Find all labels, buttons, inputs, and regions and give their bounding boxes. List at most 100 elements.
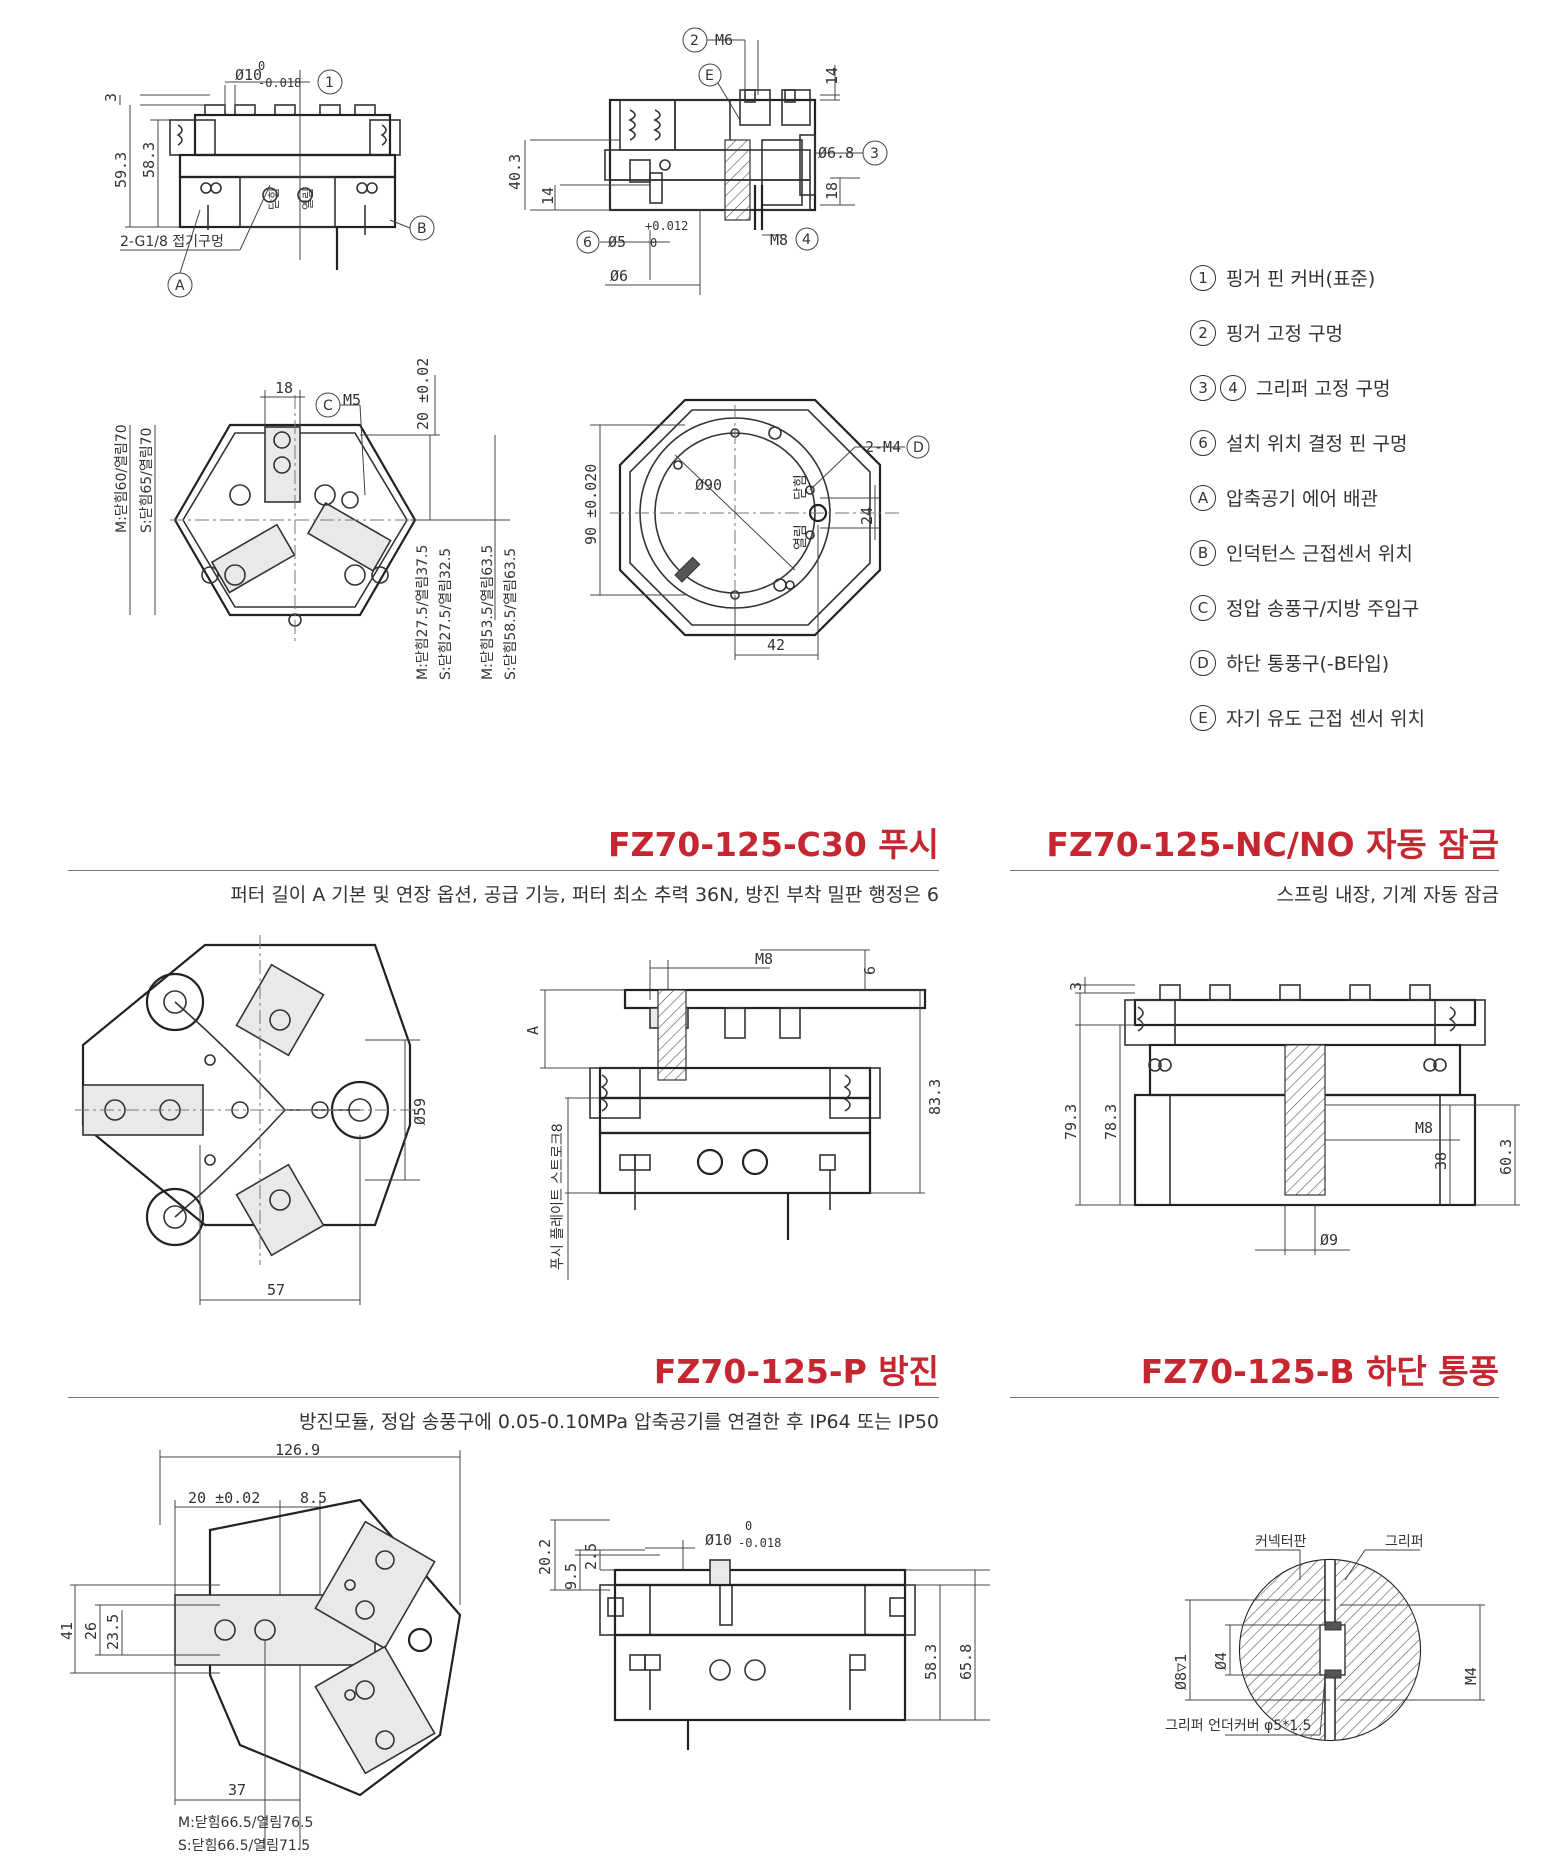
dim-40-3: 40.3 [506,154,524,190]
legend-label: 자기 유도 근접 센서 위치 [1226,708,1425,730]
dim-90-tol: 90 ±0.020 [582,464,600,545]
dim-s-close58: S:닫힘58.5/열림63.5 [503,548,519,680]
dim-59-3: 59.3 [112,152,130,188]
section-divider [1010,870,1499,871]
push-side-view-drawing: M8 6 A 푸시 플레이트 스트로크8 83.3 [524,949,944,1280]
dim-18: 18 [823,182,841,200]
section-desc-ncno: 스프링 내장, 기계 자동 잠금 [1276,884,1499,906]
legend-label: 정압 송풍구/지방 주입구 [1226,598,1420,620]
dim-phi4: Ø4 [1212,1652,1230,1670]
label-close-bottom: 닫힘 [793,474,809,500]
dim-78-3: 78.3 [1102,1104,1120,1140]
marker-E: E [705,68,714,84]
dim-20-tol-p: 20 ±0.02 [188,1489,260,1507]
dim-m-close27: M:닫힘27.5/열림37.5 [415,545,431,680]
dim-m6: M6 [715,31,733,49]
dim-2-m4: 2-M4 [865,438,901,456]
legend-item: 1 핑거 핀 커버(표준) [1190,250,1520,305]
dim-20-2: 20.2 [536,1539,554,1575]
dim-phi9: Ø9 [1320,1231,1338,1249]
dim-79-3: 79.3 [1062,1104,1080,1140]
marker-D: D [913,440,924,456]
dim-m8-push: M8 [755,950,773,968]
dim-26: 26 [82,1622,100,1640]
dim-37: 37 [228,1781,246,1799]
marker-C: C [323,398,333,414]
push-top-view-drawing: 57 Ø59 [75,935,429,1305]
dim-tol-plus: +0.012 [645,219,688,233]
dim-58-3: 58.3 [140,142,158,178]
push-stroke-label: 푸시 플레이트 스트로크8 [550,1123,566,1270]
label-close: 닫힘 [267,188,281,210]
marker-6: 6 [583,235,592,251]
dim-3-lock: 3 [1067,982,1085,991]
bottom-view-drawing: 90 ±0.020 Ø90 2-M4 D 닫힘 열림 24 42 [582,398,930,660]
dim-m-close53: M:닫힘53.5/열림63.5 [480,545,496,680]
section-title-p: FZ70-125-P 방진 [653,1352,939,1391]
dim-24: 24 [858,507,876,525]
dim-14-left: 14 [539,187,557,205]
legend-marker: 6 [1190,429,1216,456]
dim-23-5: 23.5 [104,1614,122,1650]
legend-label: 그리퍼 고정 구멍 [1256,378,1391,400]
dustproof-side-view-drawing: 20.2 9.5 2.5 Ø10 0 -0.018 58.3 65.8 [536,1519,990,1750]
dim-tol-dn-p: -0.018 [738,1536,781,1550]
dim-m4-detail: M4 [1462,1667,1480,1685]
dim-tol-up: 0 [258,59,265,73]
gripper-label: 그리퍼 [1385,1534,1424,1550]
legend-item: B 인덕턴스 근접센서 위치 [1190,525,1520,580]
section-title-b: FZ70-125-B 하단 통풍 [1140,1352,1499,1391]
marker-3: 3 [870,146,879,162]
marker-1: 1 [325,75,334,91]
dim-58-3-p: 58.3 [922,1644,940,1680]
dim-14-top: 14 [823,67,841,85]
legend-item: D 하단 통풍구(-B타입) [1190,635,1520,690]
front-view-drawing: 3 59.3 58.3 Ø10 0 -0.018 1 2-G1/8 접기구멍 A… [102,59,435,298]
dim-41: 41 [58,1622,76,1640]
dim-9-5: 9.5 [562,1563,580,1590]
section-desc-p: 방진모듈, 정압 송풍구에 0.05-0.10MPa 압축공기를 연결한 후 I… [298,1411,939,1433]
legend-marker: 4 [1220,374,1246,401]
dim-s-close65: S:닫힘65/열림70 [139,428,155,533]
legend-label: 핑거 핀 커버(표준) [1226,268,1376,290]
marker-4: 4 [802,232,811,248]
legend-label: 하단 통풍구(-B타입) [1226,653,1390,675]
legend-label: 인덕턴스 근접센서 위치 [1226,543,1413,565]
connector-plate-label: 커넥터판 [1255,1534,1307,1550]
dim-phi59: Ø59 [411,1098,429,1125]
legend-marker: 3 [1190,374,1216,401]
legend-item: 6 설치 위치 결정 핀 구멍 [1190,415,1520,470]
dim-60-3: 60.3 [1497,1139,1515,1175]
dim-3: 3 [102,93,120,102]
dim-phi6-8: Ø6.8 [818,144,854,162]
dim-126-9: 126.9 [275,1441,320,1459]
under-cover-label: 그리퍼 언더커버 φ5*1.5 [1165,1718,1311,1734]
dim-tol-dn: -0.018 [258,76,301,90]
dim-38: 38 [1432,1152,1450,1170]
legend-marker: D [1190,649,1216,676]
legend-item: C 정압 송풍구/지방 주입구 [1190,580,1520,635]
dim-phi6: Ø6 [610,267,628,285]
section-desc-c30: 퍼터 길이 A 기본 및 연장 옵션, 공급 기능, 퍼터 최소 추력 36N,… [230,884,939,906]
dim-m8: M8 [770,231,788,249]
dim-tol-up-p: 0 [745,1519,752,1533]
dim-A-push: A [524,1026,542,1035]
legend-marker: 1 [1190,264,1216,291]
marker-B: B [417,221,427,237]
dim-phi10-p: Ø10 [705,1531,732,1549]
dim-phi10: Ø10 [235,66,262,84]
dim-m-close66: M:닫힘66.5/열림76.5 [178,1815,313,1831]
marker-2: 2 [690,33,699,49]
dim-s-close66: S:닫힘66.5/열림71.5 [178,1838,310,1854]
legend-item: E 자기 유도 근접 센서 위치 [1190,690,1520,745]
dim-2-5: 2.5 [582,1543,600,1570]
dim-6-push: 6 [861,966,879,975]
section-divider [1010,1397,1499,1398]
legend-marker: A [1190,484,1216,511]
dim-m8-lock: M8 [1415,1119,1433,1137]
section-divider [68,870,939,871]
top-view-hex-drawing: 18 C M5 20 ±0.02 M:닫힘60/열림70 S:닫힘65/열림70… [114,358,519,680]
dim-20-tol: 20 ±0.02 [414,358,432,430]
dim-18-top: 18 [275,379,293,397]
bottom-vent-detail-drawing: 커넥터판 그리퍼 Ø8▽1 Ø4 M4 그리퍼 언더커버 φ5*1.5 [1165,1534,1485,1742]
